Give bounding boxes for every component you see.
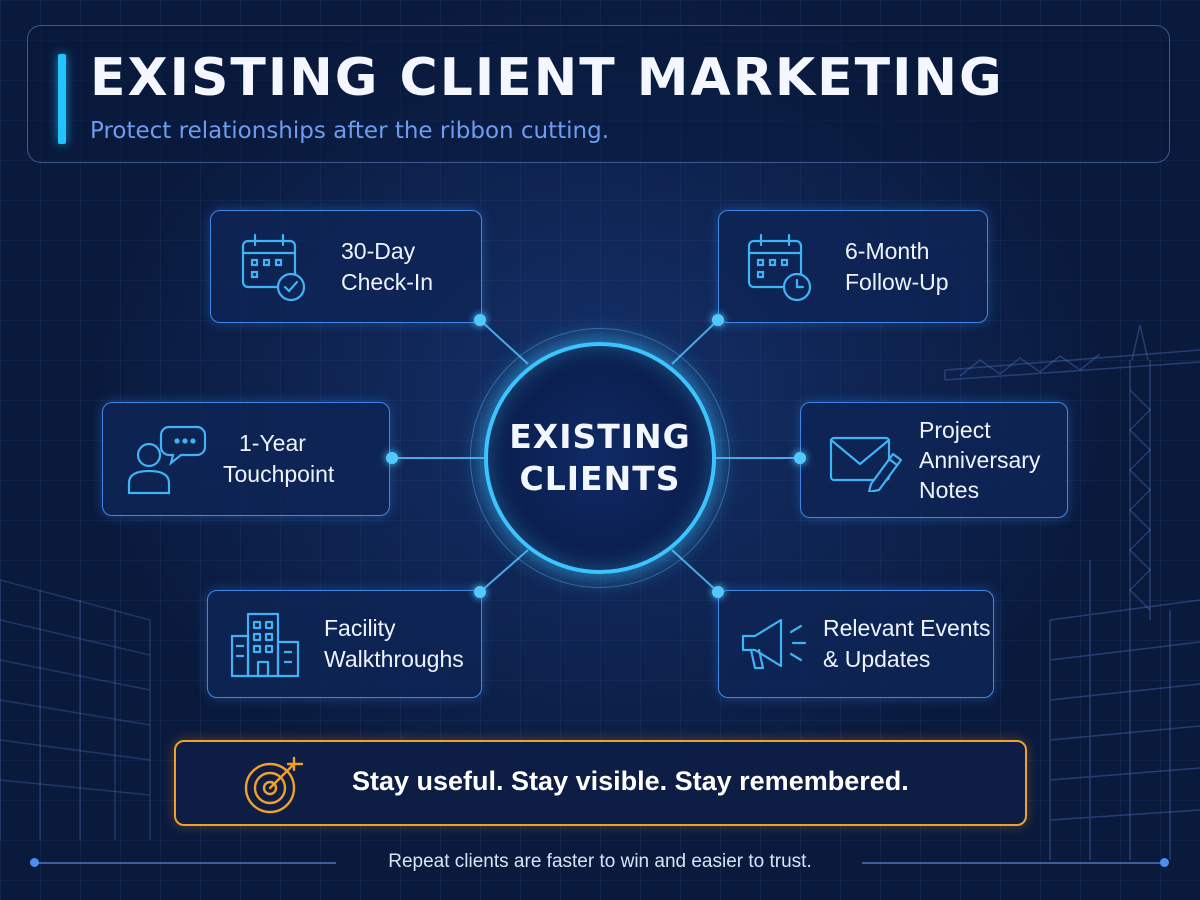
label-line: Facility: [324, 615, 396, 641]
label-line: Relevant Events: [823, 615, 991, 641]
header-panel: EXISTING CLIENT MARKETING Protect relati…: [27, 25, 1170, 163]
person-chat-icon: [119, 419, 209, 499]
footer-line-right: [862, 862, 1162, 864]
label-line: 30-Day: [341, 237, 416, 264]
calendar-check-icon: [235, 229, 315, 305]
connector-dot: [794, 452, 806, 464]
hub-label: EXISTING CLIENTS: [509, 416, 691, 500]
touchpoint-card-one-year: 1-Year Touchpoint: [102, 402, 390, 516]
calendar-clock-icon: [743, 229, 819, 305]
hub-label-line-2: CLIENTS: [519, 459, 681, 498]
crane-silhouette-right: [944, 324, 1200, 860]
touchpoint-card-anniversary: Project Anniversary Notes: [800, 402, 1068, 518]
touchpoint-label-one-year: 1-Year Touchpoint: [223, 428, 334, 490]
label-line: 6-Month: [845, 237, 930, 264]
footer-dot-left: [30, 858, 39, 867]
page-title: EXISTING CLIENT MARKETING: [90, 48, 1004, 108]
label-line: Follow-Up: [845, 268, 949, 295]
target-arrow-icon: [242, 756, 306, 821]
footer-dot-right: [1160, 858, 1169, 867]
motto-banner: Stay useful. Stay visible. Stay remember…: [174, 740, 1027, 826]
touchpoint-card-walkthroughs: Facility Walkthroughs: [207, 590, 482, 698]
touchpoint-label-events: Relevant Events & Updates: [823, 613, 990, 675]
envelope-pen-icon: [827, 428, 903, 492]
touchpoint-card-thirty-day: 30-Day Check-In: [210, 210, 482, 323]
header-accent-bar: [58, 54, 66, 144]
label-line: & Updates: [823, 646, 931, 672]
label-line: 1-Year: [239, 430, 306, 456]
connector-dot: [386, 452, 398, 464]
label-line: Project: [919, 417, 991, 443]
footer-line-left: [38, 862, 336, 864]
connector-dot: [474, 586, 486, 598]
touchpoint-label-anniversary: Project Anniversary Notes: [919, 415, 1040, 505]
megaphone-icon: [737, 612, 809, 676]
label-line: Check-In: [341, 268, 434, 295]
page-subtitle: Protect relationships after the ribbon c…: [90, 118, 610, 144]
motto-text: Stay useful. Stay visible. Stay remember…: [352, 766, 909, 796]
label-line: Touchpoint: [223, 461, 335, 487]
label-line: Anniversary: [919, 447, 1041, 473]
footer-tagline: Repeat clients are faster to win and eas…: [388, 851, 812, 872]
connector-dot: [712, 314, 724, 326]
building-silhouette-left: [0, 579, 151, 840]
connector-dot: [712, 586, 724, 598]
touchpoint-card-events: Relevant Events & Updates: [718, 590, 994, 698]
label-line: Notes: [919, 477, 980, 503]
touchpoint-label-walkthroughs: Facility Walkthroughs: [324, 613, 464, 675]
hub-outer-ring: [470, 328, 730, 588]
label-line: Walkthroughs: [324, 646, 464, 672]
hub-label-line-1: EXISTING: [509, 417, 691, 456]
touchpoint-label-six-month: 6-Month Follow-Up: [845, 236, 949, 298]
hub-circle: EXISTING CLIENTS: [484, 342, 716, 574]
building-icon: [226, 608, 306, 680]
touchpoint-card-six-month: 6-Month Follow-Up: [718, 210, 988, 323]
touchpoint-label-thirty-day: 30-Day Check-In: [341, 236, 433, 298]
connector-dot: [474, 314, 486, 326]
